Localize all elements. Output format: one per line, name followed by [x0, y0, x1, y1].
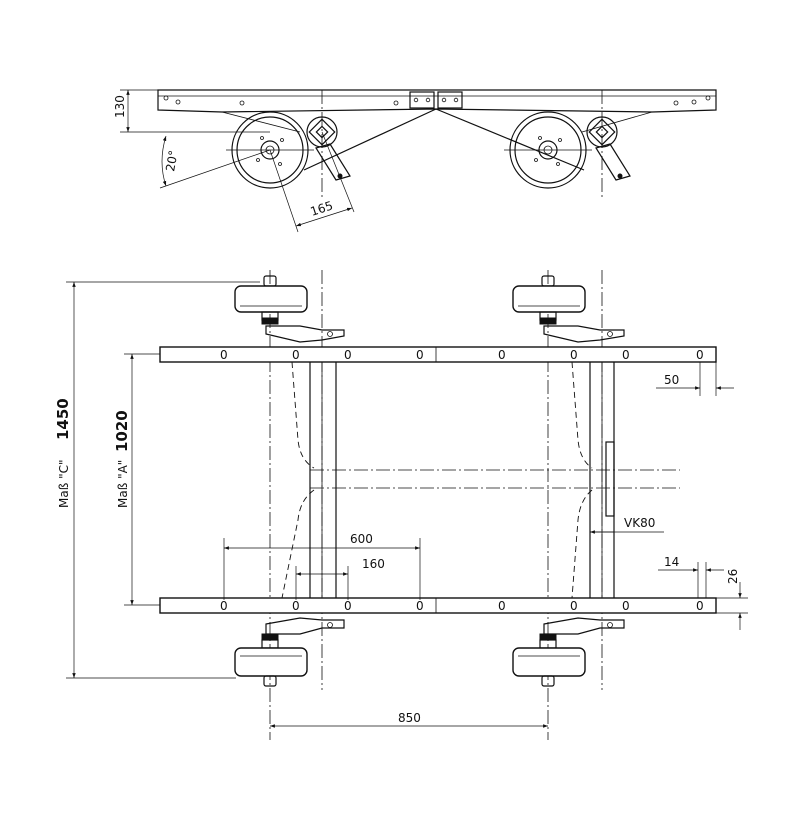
- hole-label: 0: [498, 599, 506, 613]
- dim-a-value: 1020: [113, 410, 131, 452]
- vk80-label: VK80: [624, 516, 655, 530]
- dim-50: 50: [656, 362, 734, 396]
- hole-label: 0: [622, 599, 630, 613]
- hole-label: 0: [696, 348, 704, 362]
- dim-160: 160: [295, 557, 385, 600]
- hole-label: 0: [220, 599, 228, 613]
- hole-label: 0: [344, 348, 352, 362]
- dim-c-1450: Maß "C" 1450: [54, 281, 260, 679]
- hole-label: 0: [696, 599, 704, 613]
- dim-c-label: Maß "C": [57, 460, 71, 509]
- center-coupling-plates: [409, 91, 463, 109]
- dim-a-1020: Maß "A" 1020: [113, 353, 160, 606]
- dim-165-label: 165: [309, 198, 335, 218]
- side-frame-beam: [157, 89, 717, 113]
- right-cross-member: [589, 362, 615, 598]
- right-strut-back: [581, 111, 653, 133]
- wheel-hub-bottom-left: [234, 617, 345, 687]
- left-square-bracket: [306, 90, 351, 200]
- dim-c-value: 1450: [54, 398, 72, 440]
- hole-label: 0: [498, 348, 506, 362]
- right-square-bracket: [586, 90, 631, 200]
- hole-label: 0: [570, 348, 578, 362]
- dim-600: 600: [223, 532, 421, 600]
- hole-label: 0: [292, 348, 300, 362]
- dim-14: 14: [658, 555, 724, 598]
- dim-26: 26: [716, 569, 748, 630]
- vk80-callout: VK80: [590, 516, 664, 534]
- vk80-plate: [605, 441, 615, 517]
- dim-130-label: 130: [113, 95, 127, 118]
- right-strut: [435, 108, 585, 171]
- wheel-hub-bottom-right: [512, 617, 625, 687]
- hole-label: 0: [416, 599, 424, 613]
- dim-angle-label: 20°: [163, 149, 180, 172]
- left-cross-member: [309, 362, 337, 598]
- hole-label: 0: [416, 348, 424, 362]
- side-view: 130 20° 165: [113, 89, 717, 233]
- dim-600-label: 600: [350, 532, 373, 546]
- right-wheel-side: [504, 111, 592, 189]
- dim-850-label: 850: [398, 711, 421, 725]
- left-strut: [303, 108, 437, 171]
- dim-165: 165: [269, 131, 355, 233]
- swing-path-left-upper: [291, 361, 315, 469]
- top-beam-holes: 0 0 0 0 0 0 0 0: [220, 348, 704, 362]
- dim-a-label: Maß "A": [116, 460, 130, 508]
- left-strut-back: [221, 111, 301, 133]
- hole-label: 0: [344, 599, 352, 613]
- swing-path-right-upper: [571, 361, 593, 469]
- wheel-hub-top-left: [234, 275, 345, 343]
- swing-path-right-lower: [571, 489, 593, 599]
- wheel-hub-top-right: [512, 275, 625, 343]
- bottom-beam-holes: 0 0 0 0 0 0 0 0: [220, 599, 704, 613]
- top-frame-beam: [159, 346, 717, 363]
- dim-50-label: 50: [664, 373, 679, 387]
- side-frame-holes: [163, 95, 711, 106]
- bottom-frame-beam: [159, 597, 717, 614]
- dim-130: 130: [113, 89, 270, 133]
- hole-label: 0: [622, 348, 630, 362]
- dim-26-label: 26: [726, 569, 740, 584]
- top-view: 0 0 0 0 0 0 0 0 0 0 0 0 0 0 0 0: [54, 270, 748, 740]
- swing-path-left-lower: [281, 489, 315, 599]
- left-wheel-side: [226, 111, 314, 189]
- hole-label: 0: [570, 599, 578, 613]
- hole-label: 0: [220, 348, 228, 362]
- dim-angle-20: 20°: [159, 135, 271, 189]
- dim-160-label: 160: [362, 557, 385, 571]
- dim-14-label: 14: [664, 555, 679, 569]
- dim-850: 850: [270, 711, 548, 728]
- hole-label: 0: [292, 599, 300, 613]
